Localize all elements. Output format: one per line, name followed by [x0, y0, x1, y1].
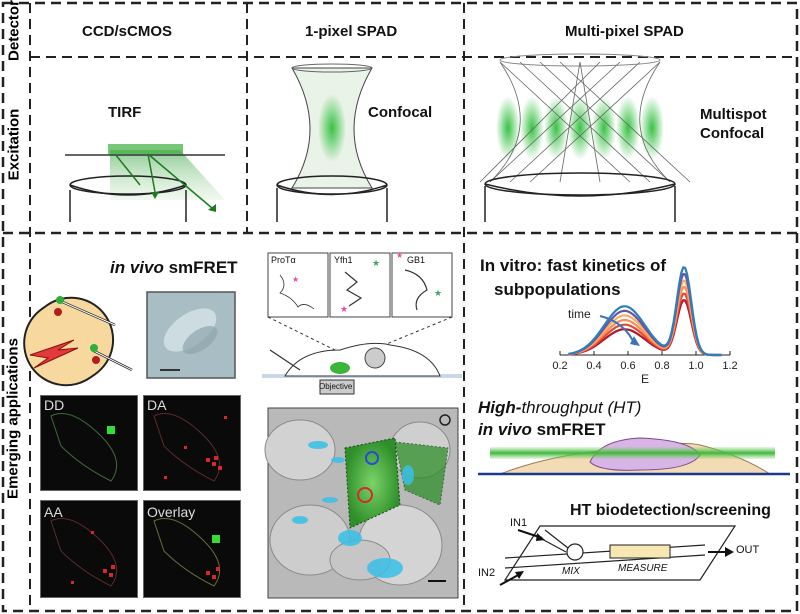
ht-smfret: smFRET [531, 420, 606, 439]
screening-mix: MIX [562, 566, 580, 577]
chart-x-tick-label: 1.2 [722, 360, 737, 372]
cell-objective-diagram [262, 342, 462, 395]
tirf-diagram [65, 144, 225, 222]
ht-title-line1: High-throughput (HT) [478, 398, 641, 418]
micrograph-da: DA [143, 395, 241, 491]
screening-measure: MEASURE [618, 563, 668, 574]
chart-x-tick-label: 0.6 [620, 360, 635, 372]
smfret-text: smFRET [163, 258, 238, 277]
svg-text:★: ★ [372, 259, 380, 269]
multispot-label-1: Multispot [700, 106, 767, 123]
micrograph-dd: DD [40, 395, 138, 491]
protein-label-yfh1: Yfh1 [334, 255, 353, 265]
protein-label-protalpha: ProTα [271, 255, 296, 265]
svg-text:★: ★ [396, 251, 403, 260]
screening-in2: IN2 [478, 567, 496, 579]
micrograph-label-dd: DD [44, 397, 65, 413]
ht-title-throughput: throughput (HT) [521, 398, 642, 417]
chart-time-arrowhead [630, 336, 640, 346]
screening-in1: IN1 [510, 517, 528, 529]
invitro-title-line2: subpopulations [494, 280, 621, 299]
cell-fluorescence-image [264, 407, 459, 599]
chart-x-tick-label: 0.4 [586, 360, 601, 372]
chart-x-tick-label: 0.8 [654, 360, 669, 372]
micrograph-aa: AA [40, 500, 138, 598]
ht-title-high: High- [478, 398, 522, 417]
micrograph-overlay: Overlay [143, 500, 241, 598]
column-header-ccd: CCD/sCMOS [82, 23, 173, 40]
chart-x-label: E [641, 372, 649, 386]
multispot-label-2: Confocal [700, 125, 765, 142]
row-label-detector: Detector [5, 0, 23, 61]
micrograph-label-overlay: Overlay [147, 504, 196, 520]
multispot-diagram [479, 53, 691, 222]
tirf-label: TIRF [108, 104, 142, 121]
chart-annotation-time: time [568, 307, 591, 321]
chart-x-tick-label: 0.2 [552, 360, 567, 372]
protein-structures: ★ ★ ★ ★ ★ [267, 251, 453, 318]
objective-label: Objective [319, 382, 353, 391]
micrograph-label-da: DA [147, 397, 167, 413]
protein-label-gb1: GB1 [407, 255, 426, 265]
invitro-title-line1: In vitro: fast kinetics of [480, 256, 667, 275]
in-vivo-smfret-title: in vivo smFRET [110, 258, 238, 278]
column-header-1pixel-spad: 1-pixel SPAD [305, 23, 398, 40]
confocal-label: Confocal [368, 104, 433, 121]
screening-out: OUT [736, 544, 760, 556]
chart-series-line [568, 266, 722, 357]
zoom-lines [267, 316, 453, 356]
svg-text:★: ★ [434, 289, 442, 299]
row-label-excitation: Excitation [5, 108, 23, 181]
row-label-applications: Emerging applications [4, 338, 22, 499]
chart-x-tick-label: 1.0 [688, 360, 703, 372]
ht-cell-diagram [478, 437, 790, 476]
bacterium-diagram [23, 296, 133, 387]
svg-text:★: ★ [292, 275, 299, 284]
screening-chip [499, 525, 737, 586]
confocal-diagram [276, 63, 388, 222]
svg-text:★: ★ [340, 305, 348, 315]
micrograph-label-aa: AA [44, 504, 63, 520]
column-header-multipixel-spad: Multi-pixel SPAD [565, 23, 684, 40]
in-vivo-italic: in vivo [110, 258, 164, 277]
ht-in-vivo: in vivo [478, 420, 532, 439]
screening-title: HT biodetection/screening [570, 502, 771, 519]
ht-title-line2: in vivo smFRET [478, 420, 606, 440]
